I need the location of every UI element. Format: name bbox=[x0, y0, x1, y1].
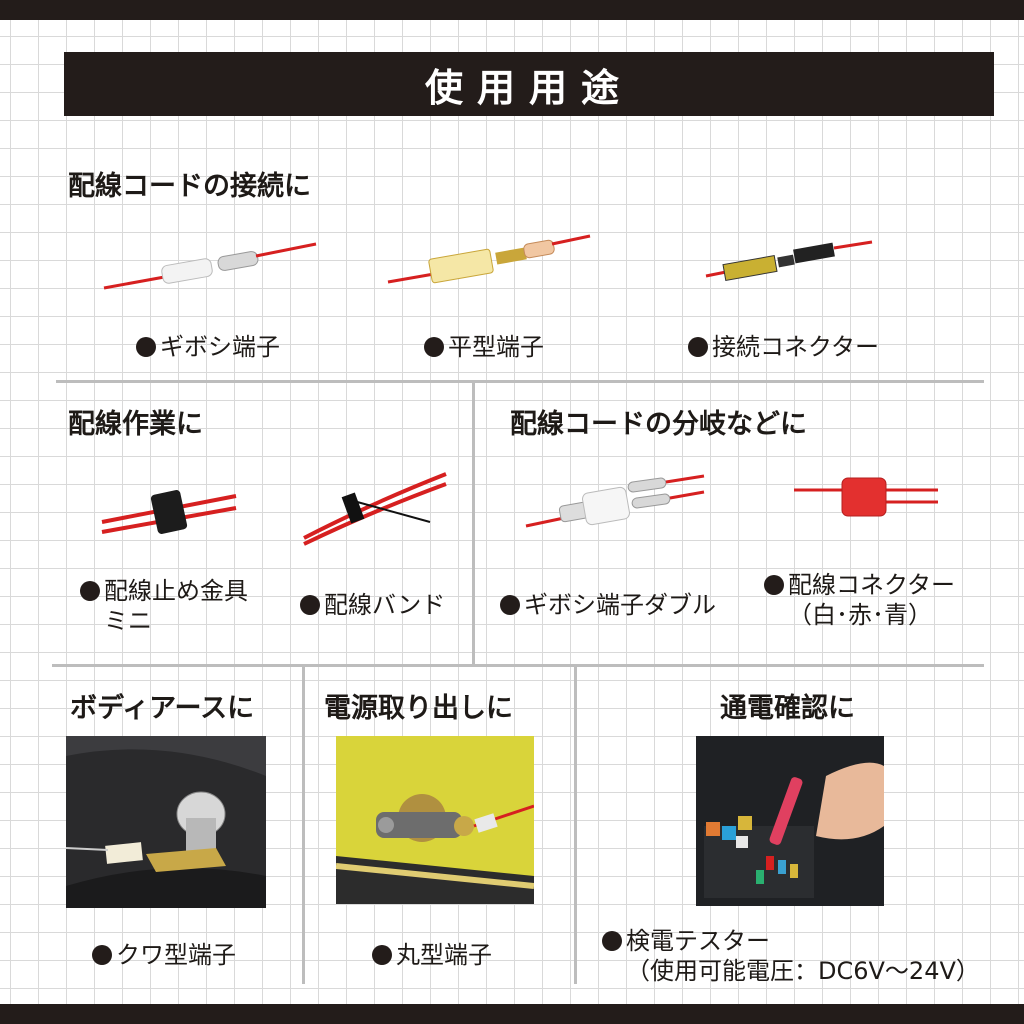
caption-gibosi: ギボシ端子 bbox=[136, 332, 280, 362]
cable-tie-illustration bbox=[303, 472, 447, 546]
double-gibosi-illustration bbox=[525, 474, 705, 528]
caption-kuwa-terminal: クワ型端子 bbox=[92, 940, 236, 970]
section-heading-power: 電源取り出しに bbox=[324, 693, 513, 724]
caption-voltage-tester: 検電テスター（使用可能電圧：DC6V～24V） bbox=[602, 926, 980, 986]
bullet-icon bbox=[602, 931, 622, 951]
wire-connector-illustration bbox=[794, 477, 938, 517]
top-bar bbox=[0, 0, 1024, 20]
bottom-bar bbox=[0, 1004, 1024, 1024]
battery-terminal-photo bbox=[336, 736, 534, 904]
caption-wire-connector: 配線コネクター（白･赤･青） bbox=[764, 570, 955, 630]
divider bbox=[56, 380, 984, 383]
section-heading-test: 通電確認に bbox=[720, 693, 855, 724]
caption-round-terminal: 丸型端子 bbox=[372, 940, 492, 970]
page-title: 使用用途 bbox=[64, 52, 994, 116]
gibosi-terminal-illustration bbox=[103, 242, 317, 290]
section-heading-connect: 配線コードの接続に bbox=[68, 171, 311, 202]
flat-terminal-illustration bbox=[387, 234, 591, 284]
connector-illustration bbox=[705, 240, 873, 281]
caption-cable-tie: 配線バンド bbox=[300, 590, 445, 620]
bullet-icon bbox=[424, 337, 444, 357]
bullet-icon bbox=[80, 581, 100, 601]
section-heading-body: ボディアースに bbox=[70, 693, 255, 724]
bullet-icon bbox=[300, 595, 320, 615]
voltage-tester-photo bbox=[696, 736, 884, 906]
divider bbox=[574, 666, 577, 984]
section-heading-wiring: 配線作業に bbox=[68, 409, 203, 440]
body-earth-photo bbox=[66, 736, 266, 908]
divider bbox=[52, 664, 984, 667]
bullet-icon bbox=[764, 575, 784, 595]
section-heading-branch: 配線コードの分岐などに bbox=[510, 409, 807, 440]
bullet-icon bbox=[500, 595, 520, 615]
bullet-icon bbox=[688, 337, 708, 357]
caption-connector: 接続コネクター bbox=[688, 332, 879, 362]
bullet-icon bbox=[136, 337, 156, 357]
wire-clip-illustration bbox=[101, 490, 237, 534]
divider bbox=[302, 666, 305, 984]
divider bbox=[472, 382, 475, 666]
caption-wire-clip: 配線止め金具ミニ bbox=[80, 576, 248, 636]
caption-flat: 平型端子 bbox=[424, 332, 544, 362]
bullet-icon bbox=[372, 945, 392, 965]
bullet-icon bbox=[92, 945, 112, 965]
caption-double-gibosi: ギボシ端子ダブル bbox=[500, 590, 716, 620]
